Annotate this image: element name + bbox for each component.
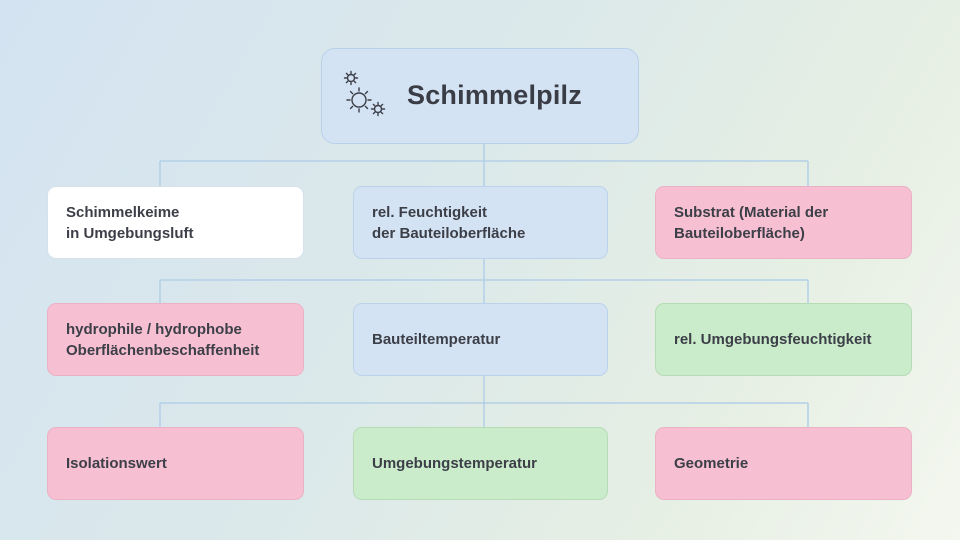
node-substrat: Substrat (Material der Bauteiloberfläche… <box>655 186 912 259</box>
node-label: rel. Feuchtigkeit der Bauteiloberfläche <box>372 203 526 242</box>
mold-spores-icon <box>343 70 386 117</box>
node-umgebungstemperatur: Umgebungstemperatur <box>353 427 608 500</box>
node-schimmelkeime: Schimmelkeime in Umgebungsluft <box>47 186 304 259</box>
node-label: Bauteiltemperatur <box>372 331 501 348</box>
node-geometrie: Geometrie <box>655 427 912 500</box>
root-title: Schimmelpilz <box>407 80 582 110</box>
node-label: hydrophile / hydrophobe Oberflächenbesch… <box>66 320 260 359</box>
node-label: Isolationswert <box>66 455 167 472</box>
node-label: rel. Umgebungsfeuchtigkeit <box>674 331 872 348</box>
node-umgebungsfeuchtigkeit: rel. Umgebungsfeuchtigkeit <box>655 303 912 376</box>
node-bauteiltemperatur: Bauteiltemperatur <box>353 303 608 376</box>
root-node: Schimmelpilz <box>321 48 639 144</box>
node-oberflaechenbeschaffenheit: hydrophile / hydrophobe Oberflächenbesch… <box>47 303 304 376</box>
node-label: Geometrie <box>674 455 749 472</box>
node-isolationswert: Isolationswert <box>47 427 304 500</box>
node-label: Schimmelkeime in Umgebungsluft <box>66 203 194 242</box>
node-label: Substrat (Material der Bauteiloberfläche… <box>674 203 829 242</box>
node-feuchtigkeit-bauteiloberflaeche: rel. Feuchtigkeit der Bauteiloberfläche <box>353 186 608 259</box>
node-label: Umgebungstemperatur <box>372 455 538 472</box>
